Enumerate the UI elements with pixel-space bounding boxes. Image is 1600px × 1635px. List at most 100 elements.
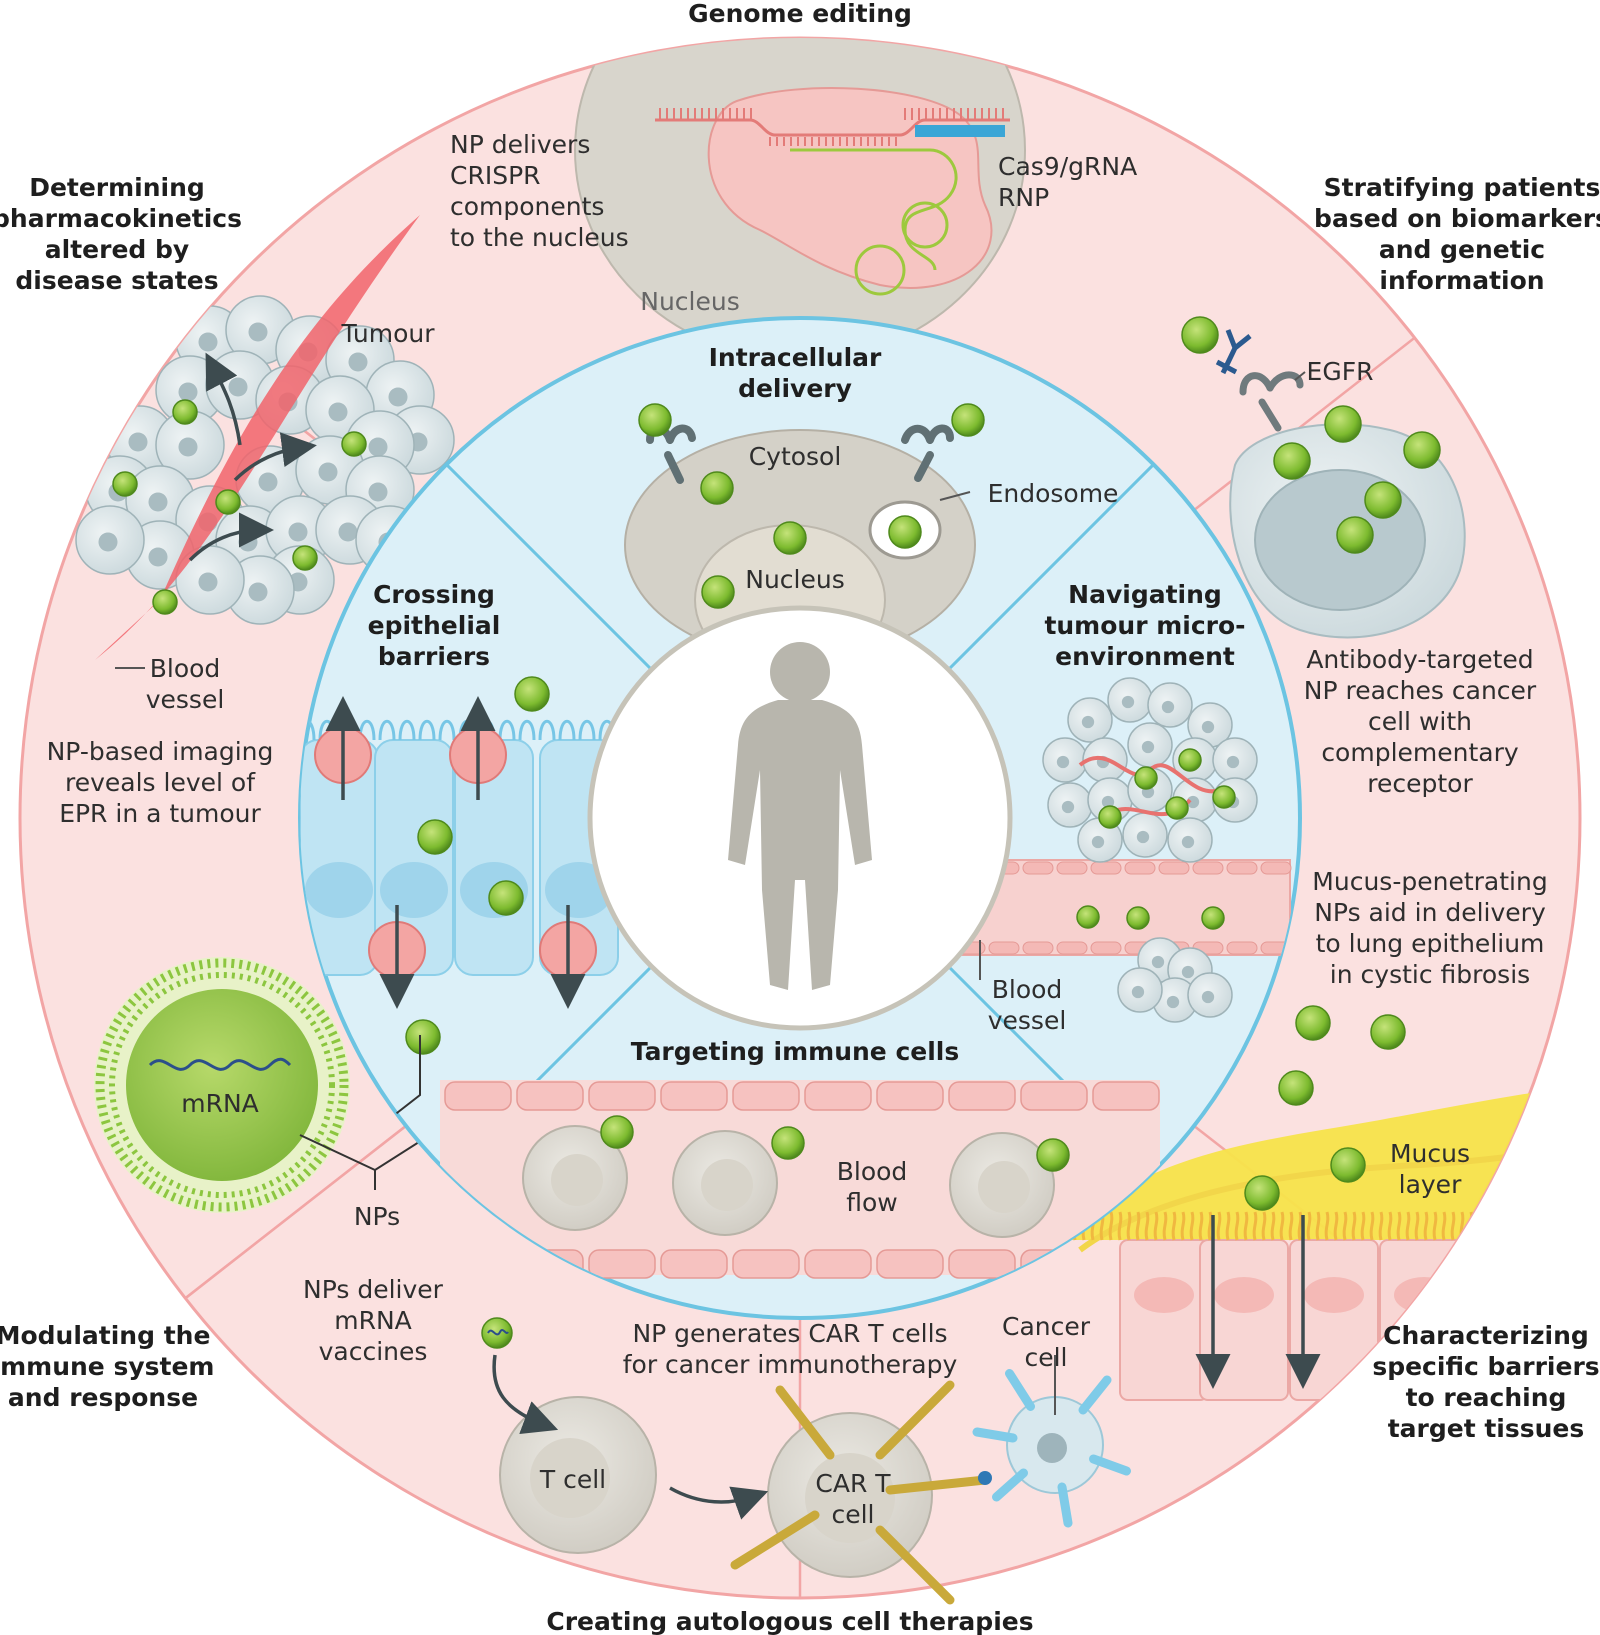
- blood-vessel: [95, 215, 420, 660]
- microvillus: [498, 719, 516, 741]
- nanoparticle: [700, 471, 734, 505]
- cell-nucleus: [258, 472, 278, 492]
- cell-nucleus: [551, 1154, 603, 1206]
- cilium: [1270, 1211, 1276, 1241]
- cell-nucleus: [338, 522, 358, 542]
- cell-nucleus: [1061, 800, 1075, 814]
- cilium: [1459, 1211, 1465, 1241]
- endothelial-cell: [1090, 861, 1122, 875]
- cell-nucleus: [288, 522, 308, 542]
- cell-nucleus: [228, 377, 248, 397]
- cilium: [1315, 1211, 1321, 1241]
- endothelial-cell: [1092, 1081, 1160, 1111]
- endothelial-cell: [660, 1081, 728, 1111]
- cell-nucleus: [1151, 955, 1165, 969]
- car-receptor: [730, 1510, 820, 1570]
- nanoparticle: [701, 575, 735, 609]
- cilium: [1162, 1211, 1168, 1241]
- car-receptor: [875, 1525, 955, 1605]
- cilium: [1540, 1211, 1546, 1241]
- nanoparticle: [341, 431, 367, 457]
- cilium: [1261, 1211, 1267, 1241]
- endothelial-cell: [1090, 941, 1122, 955]
- cilium: [1504, 1211, 1510, 1241]
- inner-divider: [947, 463, 1155, 671]
- cilium: [1567, 1211, 1573, 1241]
- nanoparticle: [1364, 481, 1402, 519]
- cilium: [1189, 1211, 1195, 1241]
- cilium: [1360, 1211, 1366, 1241]
- cilium: [1477, 1211, 1483, 1241]
- endothelial-cell: [876, 1249, 944, 1279]
- car-t-panel: [481, 1317, 1131, 1605]
- cilium: [1522, 1211, 1528, 1241]
- cell-nucleus: [1304, 1277, 1364, 1313]
- nanoparticle: [417, 819, 453, 855]
- cilium: [1306, 1211, 1312, 1241]
- cilium: [1423, 1211, 1429, 1241]
- cancer-receptor: [1089, 1454, 1131, 1476]
- cell-nucleus: [1121, 695, 1135, 709]
- cell-nucleus: [328, 402, 348, 422]
- endothelial-cell: [588, 1249, 656, 1279]
- nanoparticle-mrna: [481, 1317, 513, 1349]
- cell-nucleus: [318, 462, 338, 482]
- endothelial-cell: [804, 1081, 872, 1111]
- cilium: [1171, 1211, 1177, 1241]
- cell-nucleus: [1136, 830, 1150, 844]
- cell-nucleus: [248, 582, 268, 602]
- cell-nucleus: [1181, 835, 1195, 849]
- endothelial-cell: [588, 1081, 656, 1111]
- cell-nucleus: [305, 862, 373, 918]
- cilium: [1144, 1211, 1150, 1241]
- endothelial-cell: [516, 1081, 584, 1111]
- endothelial-cell: [732, 1081, 800, 1111]
- mrna-strand: [148, 1057, 292, 1071]
- cilium: [1279, 1211, 1285, 1241]
- label-genome-editing: Genome editing: [688, 0, 912, 28]
- microvillus: [518, 719, 536, 741]
- cell-nucleus: [1141, 740, 1155, 754]
- cancer-receptor: [972, 1427, 1018, 1443]
- nanoparticle: [1244, 1175, 1280, 1211]
- nanoparticle: [1076, 905, 1100, 929]
- endothelial-cell: [1226, 941, 1258, 955]
- nanoparticle: [488, 880, 524, 916]
- nanoparticle: [1324, 405, 1362, 443]
- car-receptor: [885, 1475, 990, 1495]
- cell-nucleus: [1056, 755, 1070, 769]
- cilium: [1180, 1211, 1186, 1241]
- endothelial-cell: [988, 941, 1020, 955]
- nanoparticle: [1178, 748, 1202, 772]
- nanoparticle: [1403, 431, 1441, 469]
- cell-nucleus: [1091, 835, 1105, 849]
- cell-nucleus: [388, 387, 408, 407]
- cancer-receptor: [1057, 1482, 1073, 1528]
- cilium: [1414, 1211, 1420, 1241]
- endothelial-cell: [732, 1249, 800, 1279]
- nanoparticle: [292, 545, 318, 571]
- cancer-receptor: [1005, 1369, 1035, 1411]
- cancer-receptor: [992, 1468, 1028, 1502]
- cell-nucleus: [978, 1161, 1030, 1213]
- egfr-label: EGFR: [1307, 357, 1374, 386]
- inner-divider: [445, 463, 653, 671]
- nucleus-label-inner: Nucleus: [745, 565, 845, 594]
- cell-nucleus: [368, 482, 388, 502]
- microvillus: [418, 719, 436, 741]
